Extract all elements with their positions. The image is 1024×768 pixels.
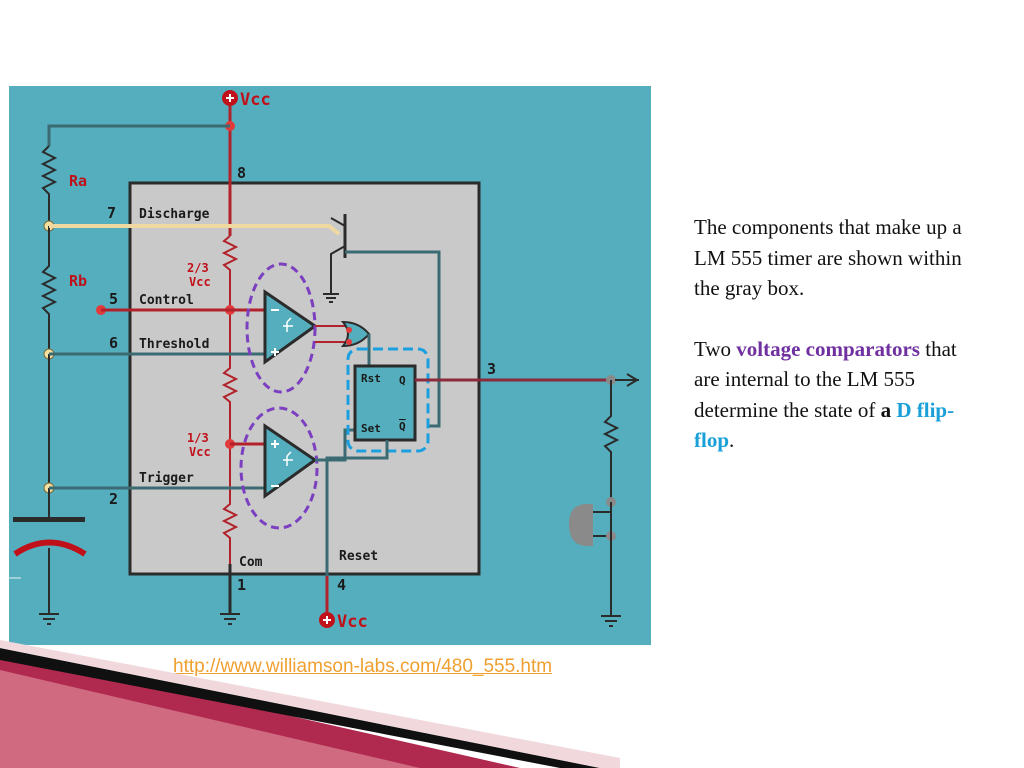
pin-5-number: 5	[109, 290, 118, 308]
ff-q-label: Q	[399, 374, 406, 387]
vcc-top-symbol: Vcc	[222, 90, 271, 110]
pin-2-label: Trigger	[139, 471, 194, 486]
p2-before: Two	[694, 336, 737, 361]
description-paragraph-1: The components that make up a LM 555 tim…	[694, 215, 962, 300]
ground-right	[601, 615, 621, 627]
pin-8-number: 8	[237, 164, 246, 182]
voltage-comparators-highlight: voltage comparators	[736, 336, 920, 361]
output-resistor	[602, 380, 620, 502]
lm555-diagram: Vcc Vcc Ra Rb	[9, 86, 651, 645]
pin-4-label: Reset	[339, 549, 378, 564]
p2-middle: that are internal to the LM 555 determin…	[694, 336, 957, 422]
vcc-bottom-label: Vcc	[337, 612, 368, 632]
description-text: The components that make up a LM 555 tim…	[694, 212, 984, 456]
p2-bold-a: a	[880, 397, 892, 422]
one-third-fraction: 1/3	[187, 431, 209, 445]
resistor-ra-label: Ra	[69, 172, 87, 190]
two-thirds-fraction: 2/3	[187, 261, 209, 275]
pin-7-label: Discharge	[139, 207, 210, 222]
p2-end: .	[729, 428, 735, 452]
ff-set-label: Set	[361, 422, 381, 435]
divider-resistor-2	[221, 304, 239, 446]
pin-7-number: 7	[107, 204, 116, 222]
pin-6-number: 6	[109, 334, 118, 352]
d-flip-flop	[353, 364, 417, 442]
pin-6-label: Threshold	[139, 337, 209, 352]
description-paragraph-2: Two voltage comparators that are interna…	[694, 334, 984, 456]
resistor-ra	[40, 145, 58, 226]
corner-decoration	[0, 640, 620, 768]
divider-resistor-1	[221, 235, 239, 304]
capacitor-bottom-plate	[13, 539, 87, 557]
pin-1-label: Com	[239, 555, 263, 570]
pin-4-number: 4	[337, 576, 346, 594]
resistor-rb	[40, 226, 58, 354]
pin-2-number: 2	[109, 490, 118, 508]
one-third-vcc: Vcc	[189, 445, 211, 459]
ff-qbar-label: Q	[399, 420, 406, 433]
resistor-rb-label: Rb	[69, 272, 87, 290]
comparator-highlight-upper	[245, 262, 317, 394]
pin-1-number: 1	[237, 576, 246, 594]
d-flip-flop-highlight: D flip-flop	[694, 397, 955, 453]
vcc-bottom-symbol: Vcc	[319, 612, 368, 632]
pin-3-number: 3	[487, 360, 496, 378]
capacitor-top-plate	[13, 517, 85, 522]
output-led	[569, 504, 593, 546]
pin-5-label: Control	[139, 293, 194, 308]
vcc-top-label: Vcc	[240, 90, 271, 110]
ff-rst-label: Rst	[361, 372, 381, 385]
comparator-highlight-lower	[239, 406, 319, 530]
ground-com	[220, 613, 240, 625]
divider-resistor-3	[221, 446, 239, 564]
source-link[interactable]: http://www.williamson-labs.com/480_555.h…	[173, 656, 553, 677]
two-thirds-vcc: Vcc	[189, 275, 211, 289]
ground-left	[39, 613, 59, 625]
